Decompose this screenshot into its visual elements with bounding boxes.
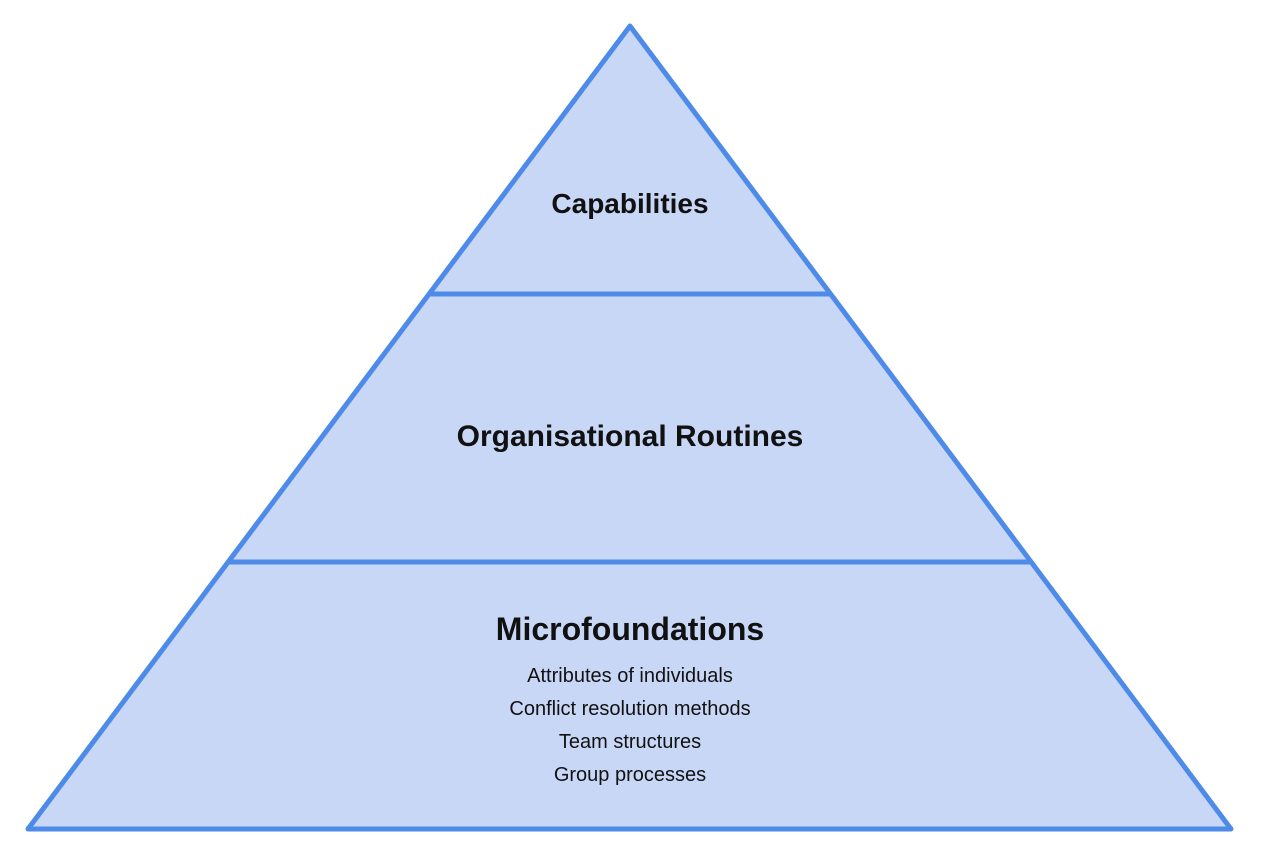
tier-3-item-attributes-of-individuals: Attributes of individuals — [527, 665, 733, 687]
tier-3-item-team-structures: Team structures — [559, 731, 701, 753]
tier-3-item-conflict-resolution-methods: Conflict resolution methods — [509, 698, 750, 720]
tier-2-label: Organisational Routines — [457, 420, 804, 453]
pyramid-shape — [25, 23, 1234, 832]
tier-3-item-group-processes: Group processes — [554, 764, 706, 786]
tier-1-label: Capabilities — [551, 188, 708, 219]
tier-3-label: Microfoundations — [496, 611, 764, 647]
